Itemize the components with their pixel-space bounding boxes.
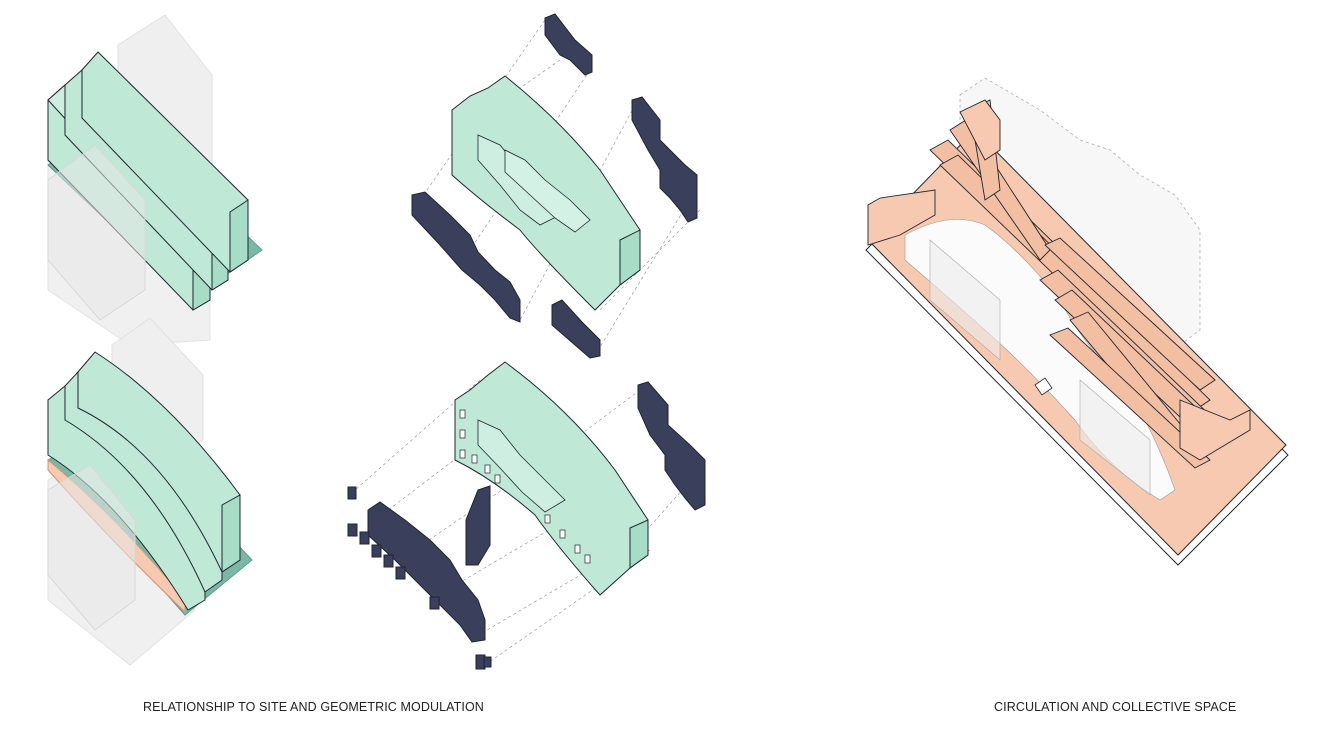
core-piece-bottom-a [638,382,705,510]
caption-circulation: CIRCULATION AND COLLECTIVE SPACE [994,700,1236,714]
exploded-axon-bottom [348,362,705,669]
core-piece-top-a [545,14,592,75]
mint-volume-top-end [620,230,640,285]
exploded-axon-top [412,14,700,358]
core-piece-top-d [552,300,600,358]
core-piece-top-b [632,97,697,222]
caption-site-modulation: RELATIONSHIP TO SITE AND GEOMETRIC MODUL… [143,700,484,714]
core-piece-bottom-b [466,486,490,565]
site-massing-bottom [48,318,252,665]
mint-volume-bottom [455,362,648,595]
site-massing-top [48,15,262,345]
circulation-axon [866,78,1288,565]
mint-volume-bottom-end [630,520,648,568]
mass-bar-back-bottom-end [222,495,240,572]
mass-bar-back-top-end [230,200,248,272]
